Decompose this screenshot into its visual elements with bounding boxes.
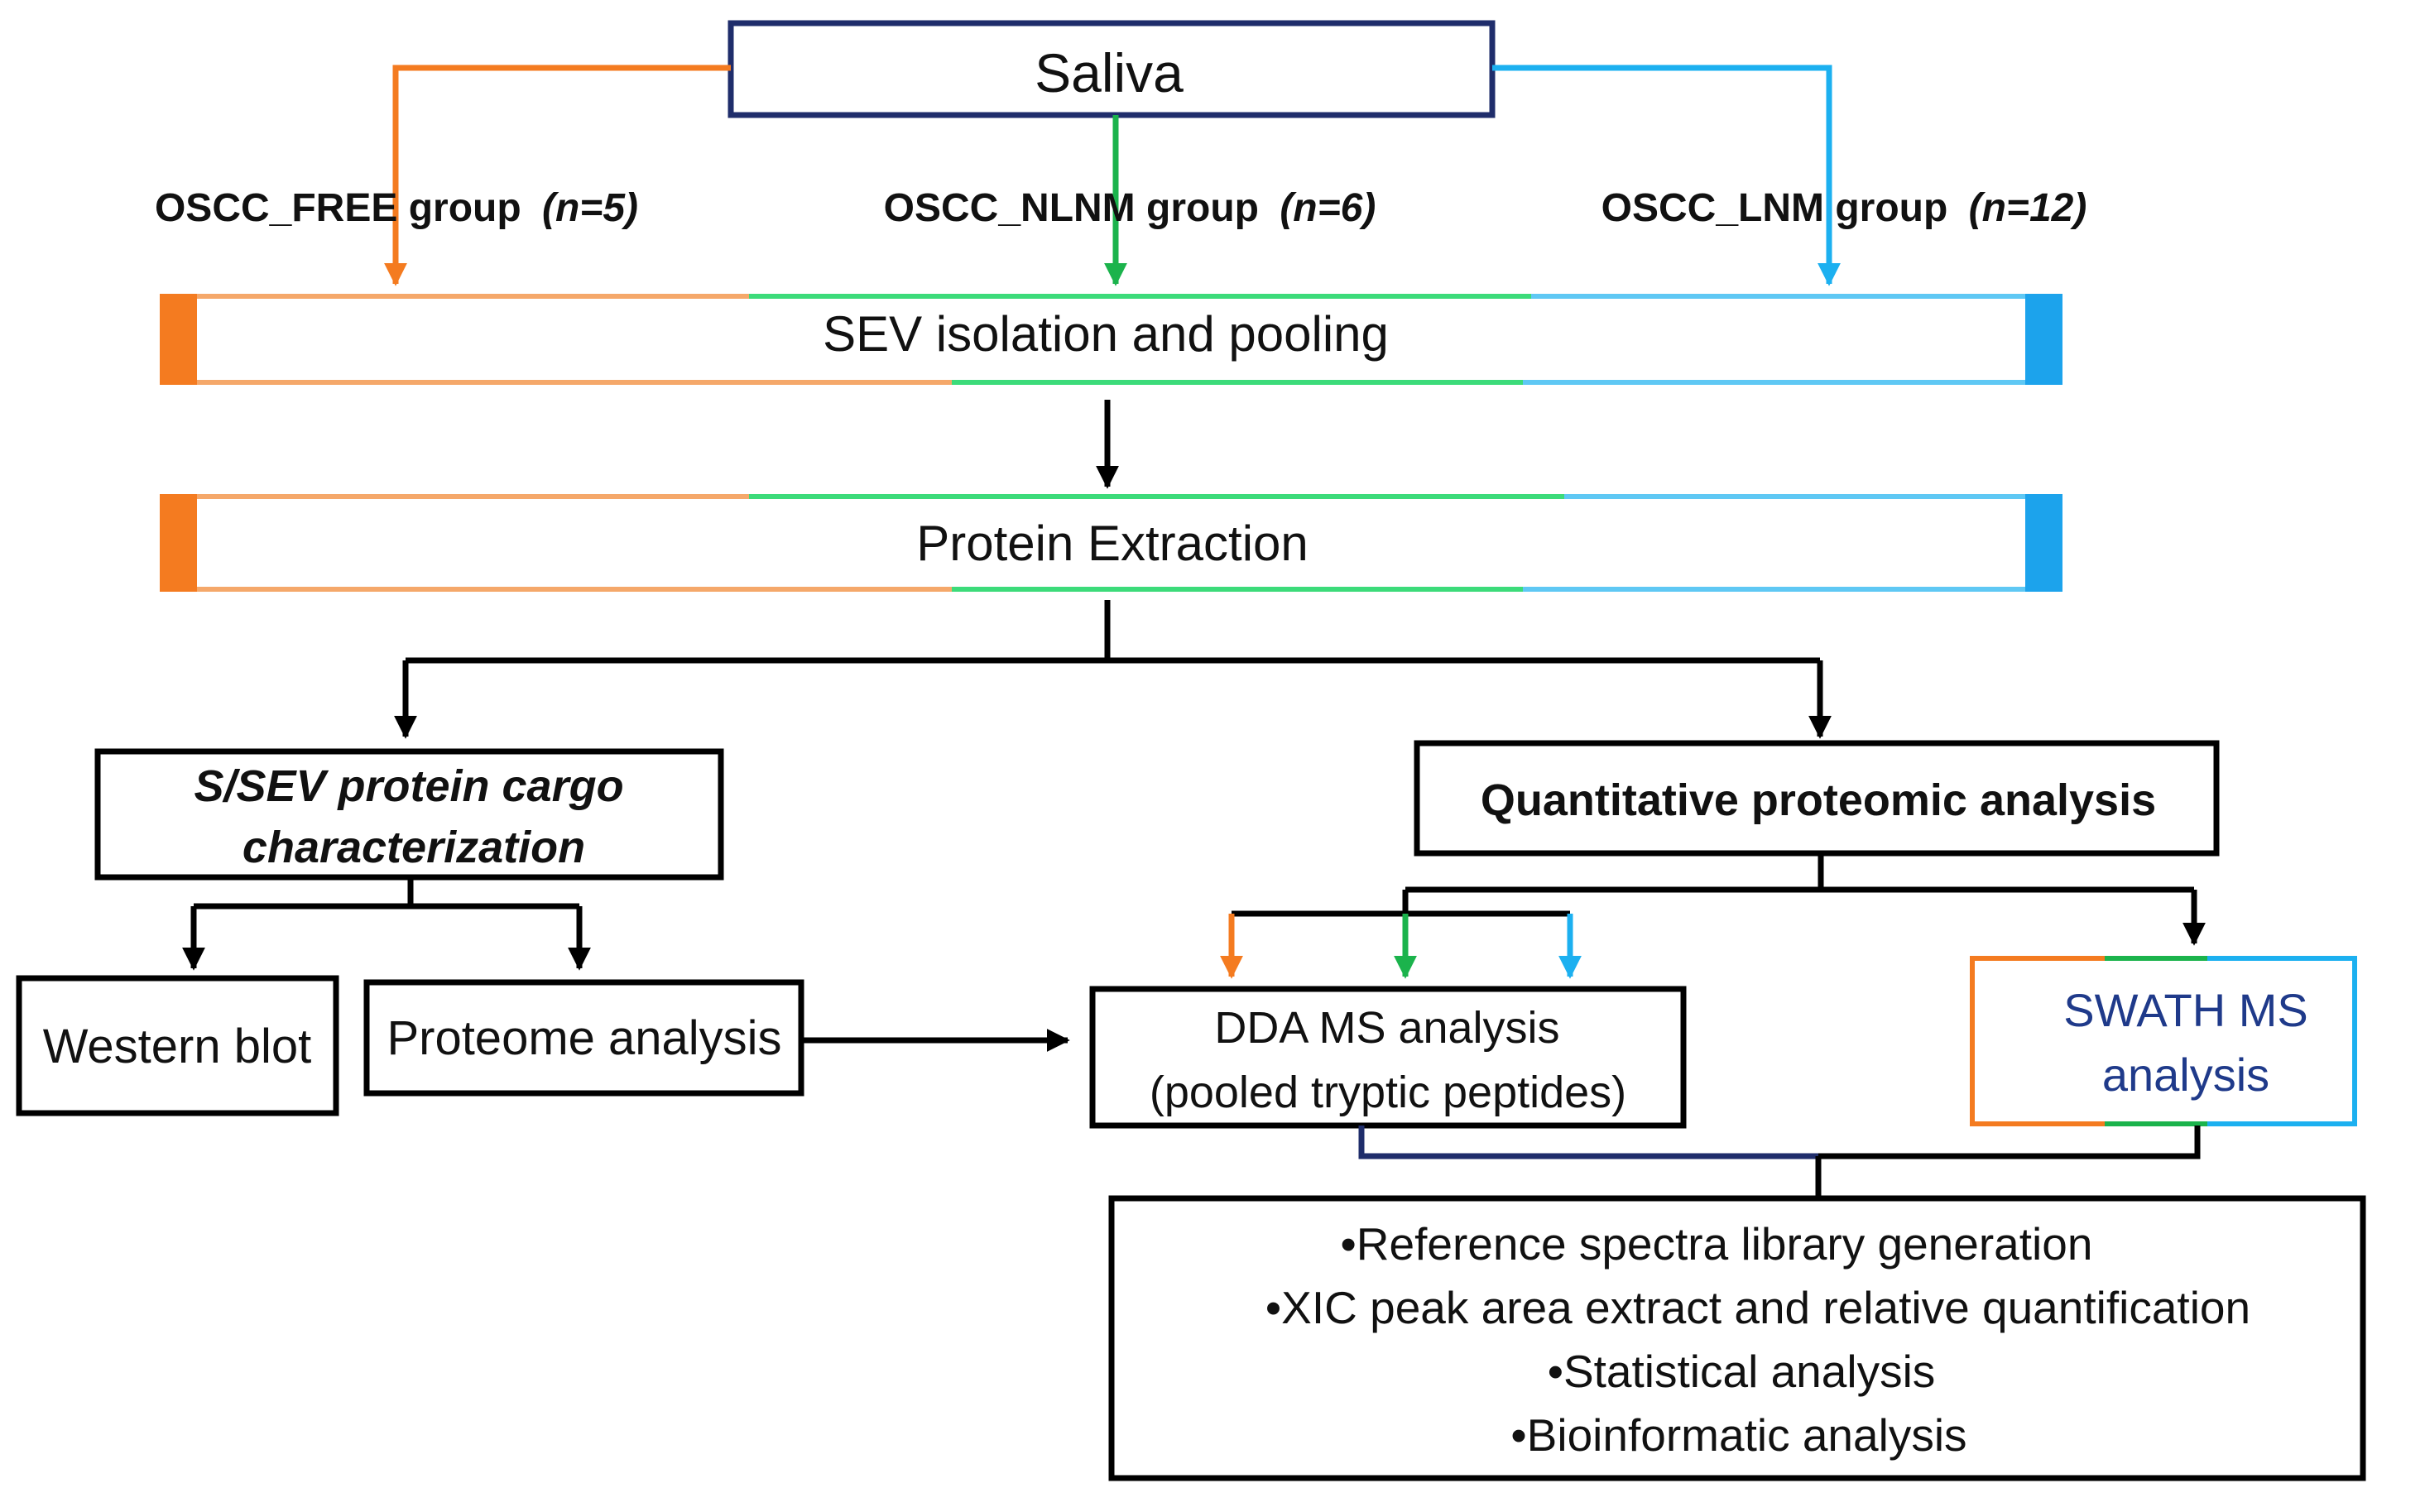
western-blot-label: Western blot	[43, 1020, 312, 1073]
group-nlnm-n: (n=6)	[1280, 186, 1376, 230]
group-lnm-n: (n=12)	[1969, 186, 2087, 230]
connector-dda-merge	[1358, 1126, 1818, 1159]
dda-label-line1: DDA MS analysis	[1214, 1003, 1559, 1053]
connector-quantitative-split	[1405, 853, 2194, 893]
quantitative-analysis-box	[1414, 740, 2220, 857]
saliva-label: Saliva	[1035, 42, 1184, 103]
group-free-name: OSCC_FREE group	[155, 186, 521, 230]
branch-free-connector	[384, 65, 731, 286]
group-label-nlnm: OSCC_NLNM group (n=6)	[884, 186, 1376, 230]
group-label-lnm: OSCC_LNM group (n=12)	[1601, 186, 2087, 230]
final-steps-box	[1108, 1195, 2366, 1481]
connector-cargo-split	[194, 877, 579, 910]
group-nlnm-name: OSCC_NLNM group	[884, 186, 1259, 230]
group-label-free: OSCC_FREE group (n=5)	[155, 186, 638, 230]
protein-extraction-bar	[160, 494, 2062, 592]
connector-dda-colored	[1232, 890, 1570, 917]
connector-protein-split	[406, 600, 1820, 664]
final-step-2: •XIC peak area extract and relative quan…	[1265, 1282, 2250, 1333]
dda-label-line2: (pooled tryptic peptides)	[1150, 1068, 1626, 1117]
proteome-analysis-label: Proteome analysis	[387, 1011, 781, 1065]
final-step-3: •Statistical analysis	[1548, 1346, 1936, 1397]
sev-isolation-bar	[160, 294, 2062, 385]
final-step-1: •Reference spectra library generation	[1341, 1218, 2093, 1270]
sev-isolation-label: SEV isolation and pooling	[823, 306, 1389, 362]
swath-ms-box	[1970, 956, 2357, 1126]
final-step-4: •Bioinformatic analysis	[1510, 1409, 1966, 1461]
group-free-n: (n=5)	[542, 186, 638, 230]
connector-swath-merge	[1818, 1126, 2201, 1159]
proteome-analysis-box	[363, 979, 804, 1097]
branch-lnm-connector	[1492, 65, 1841, 286]
swath-label-line2: analysis	[2102, 1049, 2269, 1101]
protein-extraction-label: Protein Extraction	[916, 516, 1309, 571]
quantitative-label: Quantitative proteomic analysis	[1481, 775, 2156, 825]
group-lnm-name: OSCC_LNM group	[1601, 186, 1948, 230]
cargo-label-line1: S/SEV protein cargo	[194, 761, 623, 811]
swath-label-line1: SWATH MS	[2063, 984, 2308, 1036]
cargo-label-line2: characterization	[242, 823, 585, 872]
western-blot-box	[16, 975, 339, 1116]
dda-ms-box	[1089, 986, 1687, 1129]
